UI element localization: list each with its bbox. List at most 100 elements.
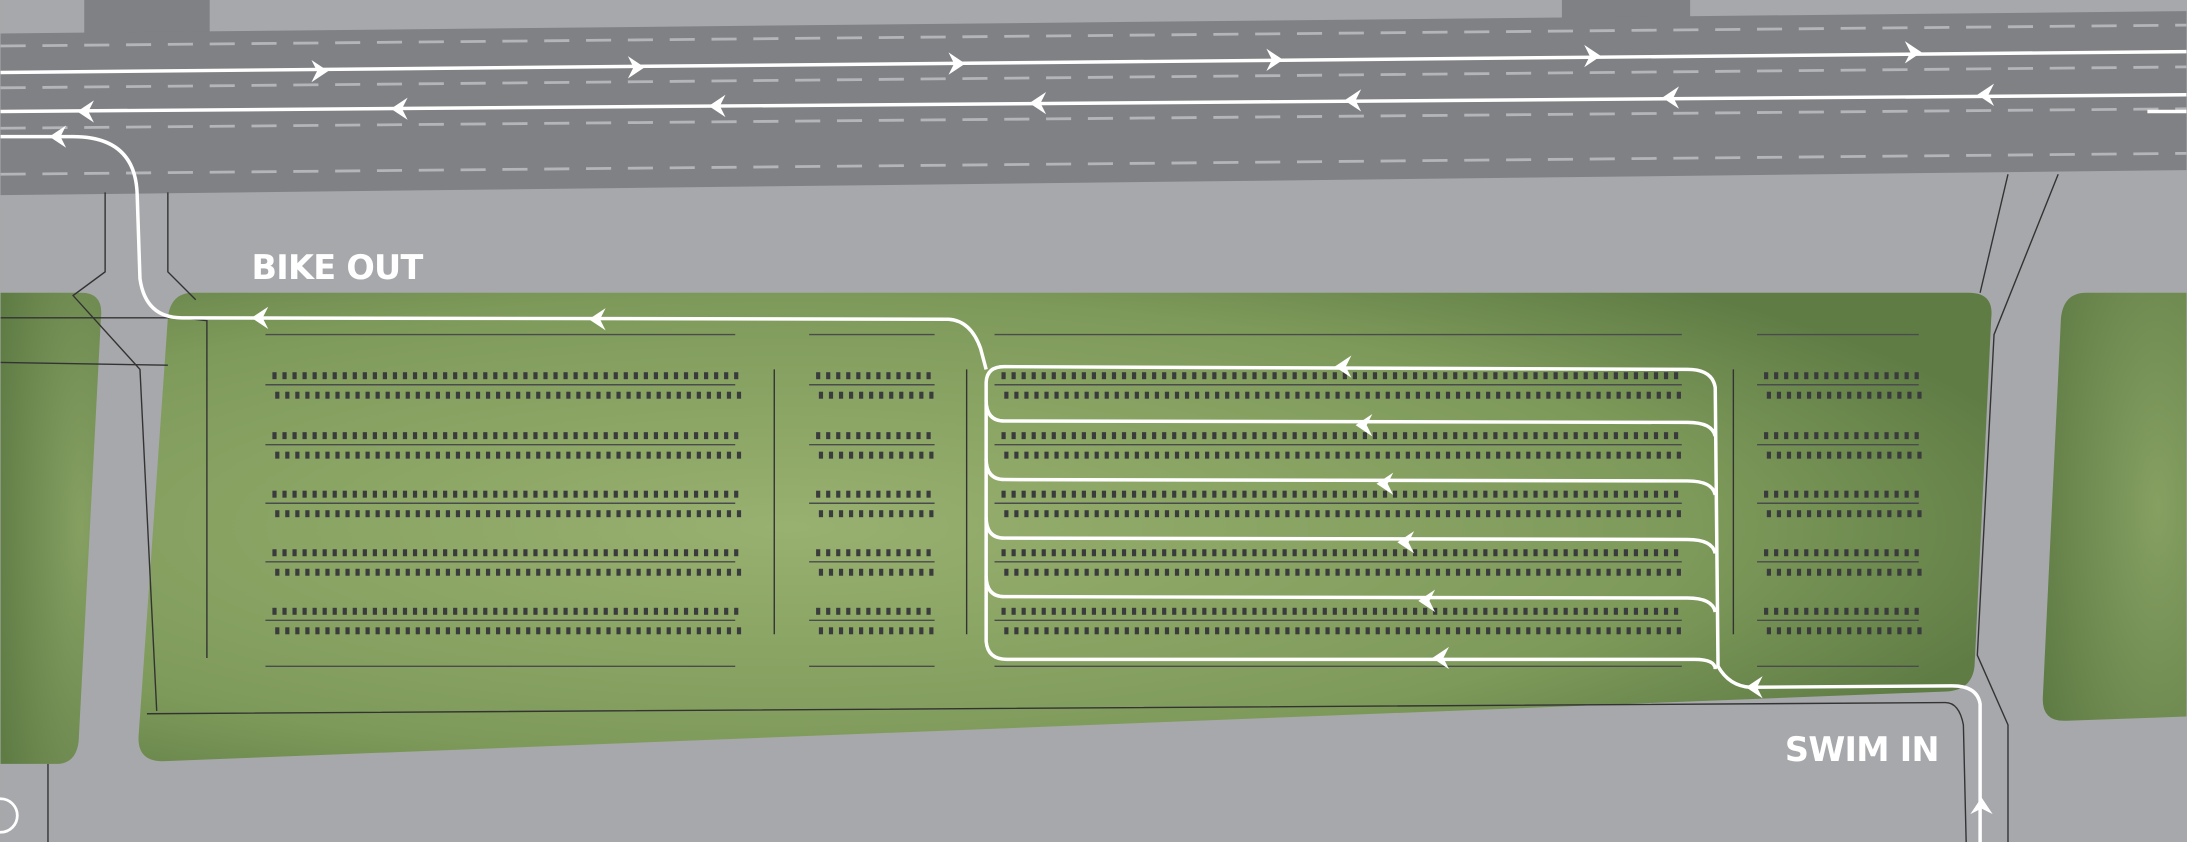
bike-rack-slot xyxy=(1352,607,1357,615)
arrow-icon xyxy=(311,59,329,83)
bike-rack-slot xyxy=(586,451,591,459)
bike-rack-slot xyxy=(1503,432,1508,440)
bike-rack-slot xyxy=(355,627,360,635)
bike-rack-slot xyxy=(1473,372,1478,380)
bike-rack-slot xyxy=(1182,549,1187,557)
bike-rack-slot xyxy=(1272,490,1277,498)
bike-rack-slot xyxy=(1764,432,1769,440)
bike-rack-slot xyxy=(325,391,330,399)
bike-rack-slot xyxy=(1663,372,1669,380)
bike-rack-slot xyxy=(1526,627,1531,635)
bike-rack-slot xyxy=(1305,391,1310,399)
bike-rack-slot xyxy=(392,549,398,557)
bike-rack-slot xyxy=(899,391,904,399)
bike-rack-slot xyxy=(1114,391,1119,399)
bike-rack-slot xyxy=(1496,510,1501,518)
bike-rack-slot xyxy=(1164,510,1170,518)
bike-rack-slot xyxy=(706,568,711,576)
bike-rack-slot xyxy=(1355,451,1360,459)
bike-rack-slot xyxy=(1302,372,1307,380)
bike-rack-slot xyxy=(838,627,844,635)
bike-rack-slot xyxy=(1917,451,1922,459)
bike-rack-slot xyxy=(455,451,461,459)
bike-rack-slot xyxy=(1034,391,1039,399)
bike-rack-slot xyxy=(543,432,548,440)
bike-rack-slot xyxy=(1402,607,1408,615)
bike-rack-slot xyxy=(886,372,891,380)
bike-rack-slot xyxy=(1806,451,1812,459)
arrow-icon xyxy=(708,94,726,118)
bike-rack-slot xyxy=(1817,627,1822,635)
bike-rack-slot xyxy=(1606,568,1611,576)
bike-rack-slot xyxy=(896,372,901,380)
bike-rack-slot xyxy=(325,627,330,635)
bike-rack-slot xyxy=(1796,568,1802,576)
bike-rack-slot xyxy=(1636,391,1641,399)
bike-rack-slot xyxy=(1362,607,1368,615)
bike-rack-slot xyxy=(838,451,844,459)
arrow-icon xyxy=(1334,355,1352,378)
bike-rack-slot xyxy=(1285,627,1290,635)
bike-rack-slot xyxy=(1586,391,1591,399)
bike-rack-slot xyxy=(1806,568,1812,576)
bike-rack-slot xyxy=(1064,627,1069,635)
bike-rack-slot xyxy=(1352,490,1357,498)
bike-rack-slot xyxy=(1546,451,1551,459)
bike-rack-slot xyxy=(1162,607,1167,615)
bike-rack-slot xyxy=(1014,627,1019,635)
bike-rack-slot xyxy=(506,510,511,518)
bike-rack-slot xyxy=(1423,607,1428,615)
bike-rack-slot xyxy=(1405,451,1410,459)
bike-rack-slot xyxy=(818,568,824,576)
bike-rack-slot xyxy=(395,510,400,518)
bike-rack-slot xyxy=(1272,549,1277,557)
bike-rack-slot xyxy=(643,490,648,498)
bike-rack-slot xyxy=(1413,490,1418,498)
bike-rack-slot xyxy=(1182,372,1187,380)
route-lane xyxy=(984,400,1717,437)
bike-rack-slot xyxy=(445,568,451,576)
bike-rack-slot xyxy=(683,490,689,498)
bike-rack-slot xyxy=(1174,510,1180,518)
bike-rack-slot xyxy=(1014,451,1019,459)
bike-rack-slot xyxy=(352,372,357,380)
bike-rack-slot xyxy=(1486,451,1491,459)
bike-rack-slot xyxy=(1914,549,1919,557)
bike-rack-slot xyxy=(1091,490,1097,498)
bike-rack-slot xyxy=(1252,372,1257,380)
bike-rack-slot xyxy=(503,372,508,380)
bike-rack-slot xyxy=(1322,490,1327,498)
bike-rack-slot xyxy=(1844,490,1849,498)
bike-rack-slot xyxy=(325,568,330,576)
bike-rack-slot xyxy=(483,549,488,557)
bike-rack-slot xyxy=(1847,510,1852,518)
bike-rack-slot xyxy=(1613,607,1618,615)
bike-rack-slot xyxy=(392,607,398,615)
bike-rack-slot xyxy=(322,549,327,557)
bike-rack-slot xyxy=(526,510,531,518)
bike-rack-slot xyxy=(866,372,871,380)
bike-rack-slot xyxy=(302,490,307,498)
bike-rack-slot xyxy=(1864,432,1869,440)
bike-rack-slot xyxy=(1342,372,1347,380)
bike-rack-slot xyxy=(1834,607,1839,615)
bike-rack-slot xyxy=(415,451,420,459)
bike-rack-slot xyxy=(1395,510,1400,518)
bike-rack-slot xyxy=(673,490,679,498)
bike-rack-slot xyxy=(1433,372,1438,380)
bike-rack-slot xyxy=(533,549,538,557)
bike-rack-slot xyxy=(1021,607,1026,615)
bike-rack-slot xyxy=(1465,391,1471,399)
bike-rack-slot xyxy=(1064,510,1069,518)
bike-rack-slot xyxy=(1405,391,1410,399)
bike-rack-slot xyxy=(1094,627,1099,635)
bike-rack-slot xyxy=(483,432,488,440)
bike-rack-slot xyxy=(663,490,669,498)
bike-rack-slot xyxy=(1184,568,1190,576)
bike-rack-slot xyxy=(909,568,914,576)
bike-rack-slot xyxy=(1766,391,1772,399)
bike-rack-slot xyxy=(726,510,732,518)
bike-rack-slot xyxy=(1084,391,1089,399)
bike-rack-slot xyxy=(1275,451,1280,459)
bike-rack-slot xyxy=(1533,607,1538,615)
